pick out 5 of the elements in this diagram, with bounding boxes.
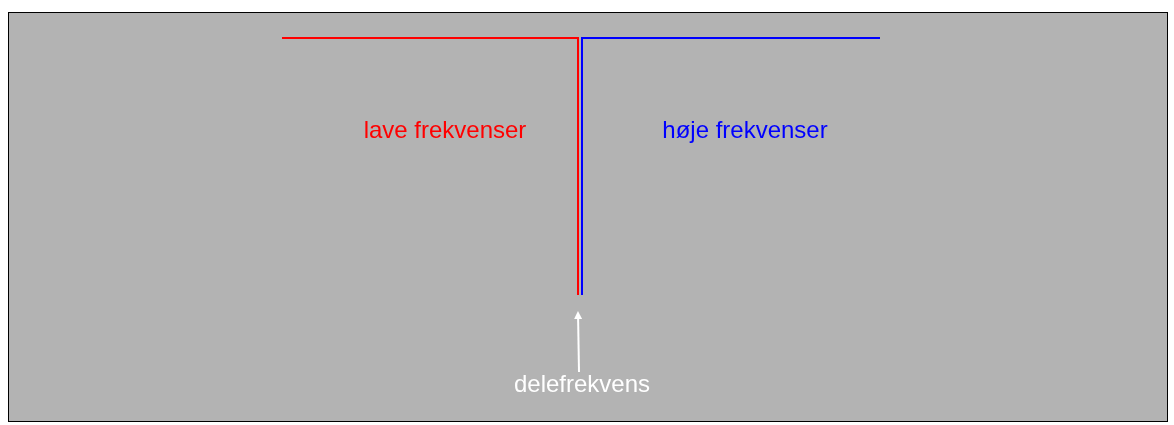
low-frequency-label: lave frekvenser <box>363 116 527 144</box>
high-frequency-label: høje frekvenser <box>662 116 828 144</box>
crossover-frequency-label: delefrekvens <box>513 370 651 398</box>
crossover-response-lines <box>281 37 881 296</box>
arrow <box>574 311 583 373</box>
